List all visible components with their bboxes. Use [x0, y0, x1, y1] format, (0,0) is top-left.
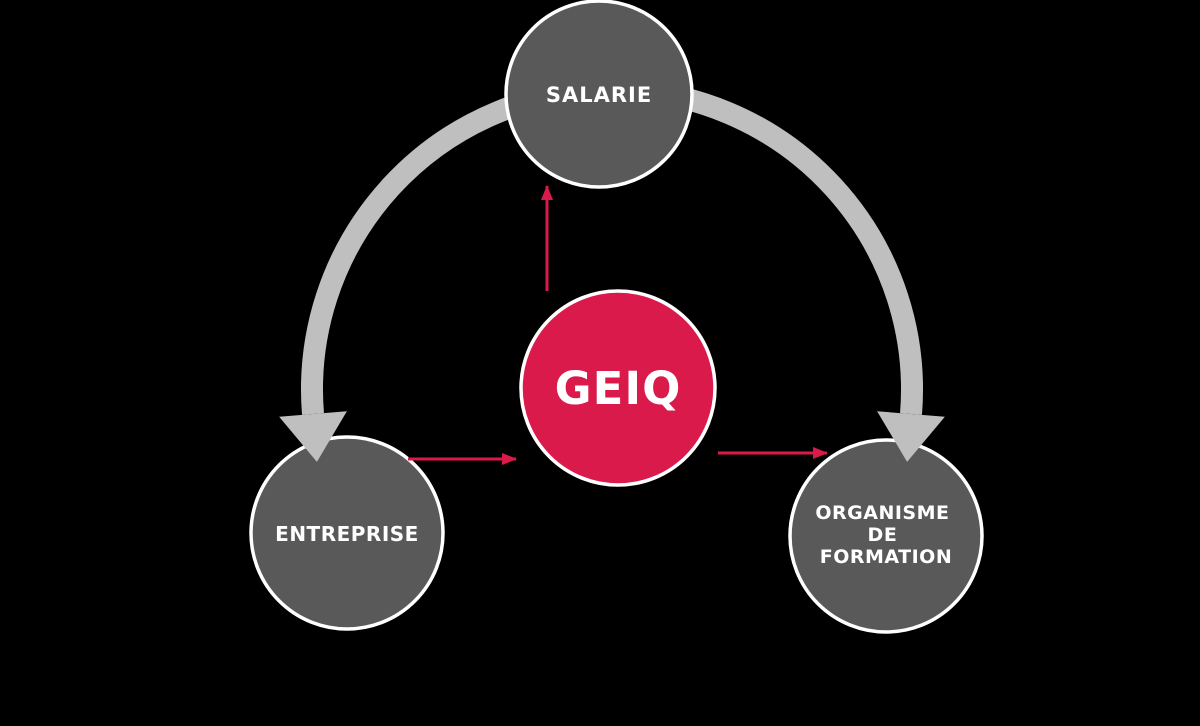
node-geiq-center	[519, 289, 717, 487]
label-entreprise: ENTREPRISE	[275, 522, 419, 546]
label-salarie: SALARIE	[546, 83, 652, 107]
label-organisme-line-1: ORGANISME	[815, 502, 949, 524]
label-geiq: GEIQ	[555, 362, 682, 415]
label-organisme-line-2: DE	[868, 524, 898, 546]
node-salarie	[504, 0, 694, 189]
label-organisme-de-formation: ORGANISME DE FORMATION	[815, 502, 956, 568]
label-organisme-line-3: FORMATION	[820, 546, 952, 568]
